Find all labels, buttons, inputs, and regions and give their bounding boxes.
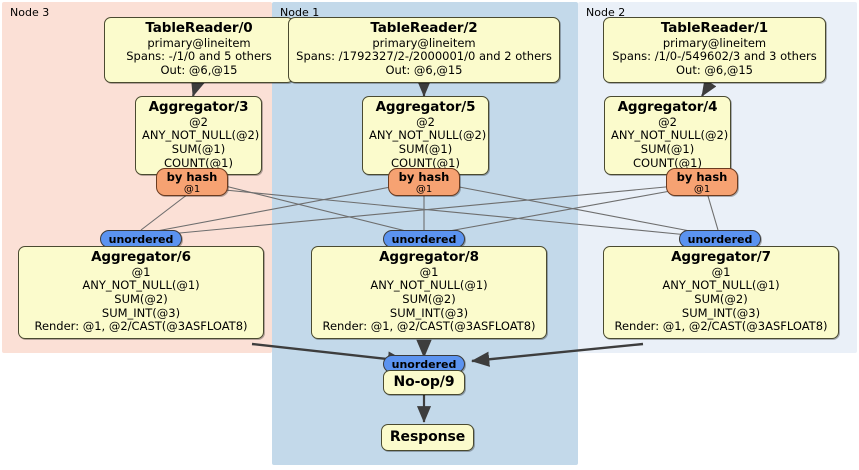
synchronizer-label: unordered — [391, 357, 457, 371]
node-detail-groupcols: @1 — [131, 264, 151, 279]
node-detail-render: Render: @1, @2/CAST(@3ASFLOAT8) — [614, 319, 828, 334]
node-aggregator-3[interactable]: Aggregator/3 @2 ANY_NOT_NULL(@2) SUM(@1)… — [135, 96, 262, 176]
node-detail-groupcols: @2 — [189, 114, 208, 129]
node-detail-groupcols: @1 — [419, 264, 439, 279]
router-column: @1 — [693, 183, 711, 195]
router-column: @1 — [183, 183, 201, 195]
node-title: Aggregator/3 — [148, 99, 249, 115]
node-detail-agg1: ANY_NOT_NULL(@1) — [370, 278, 488, 293]
node-tablereader-1[interactable]: TableReader/1 primary@lineitem Spans: /1… — [603, 17, 826, 83]
node-title: TableReader/1 — [660, 20, 769, 36]
node-detail-table: primary@lineitem — [372, 35, 476, 50]
node-title: Response — [389, 429, 466, 445]
node-detail-spans: Spans: /1792327/2-/2000001/0 and 2 other… — [296, 49, 552, 64]
router-by-hash-left[interactable]: by hash @1 — [156, 168, 228, 196]
node-title: TableReader/2 — [370, 20, 478, 36]
node-detail-agg1: ANY_NOT_NULL(@2) — [369, 128, 487, 143]
node-detail-groupcols: @2 — [416, 114, 435, 129]
node-detail-agg3: COUNT(@1) — [391, 155, 460, 170]
node-detail-agg2: SUM(@1) — [171, 142, 226, 157]
node-detail-spans: Spans: /1/0-/549602/3 and 3 others — [612, 49, 817, 64]
node-detail-agg2: SUM(@1) — [640, 142, 695, 157]
node-tablereader-0[interactable]: TableReader/0 primary@lineitem Spans: -/… — [104, 17, 294, 83]
node-detail-groupcols: @1 — [711, 264, 731, 279]
node-detail-agg2: SUM(@1) — [398, 142, 453, 157]
node-aggregator-7[interactable]: Aggregator/7 @1 ANY_NOT_NULL(@1) SUM(@2)… — [603, 246, 839, 339]
router-by-hash-mid[interactable]: by hash @1 — [388, 168, 460, 196]
node-detail-table: primary@lineitem — [147, 35, 251, 50]
node-detail-render: Render: @1, @2/CAST(@3ASFLOAT8) — [322, 319, 536, 334]
cluster-label-node1: Node 1 — [280, 6, 320, 19]
node-aggregator-5[interactable]: Aggregator/5 @2 ANY_NOT_NULL(@2) SUM(@1)… — [362, 96, 489, 176]
node-detail-out: Out: @6,@15 — [385, 63, 463, 78]
router-label: by hash — [166, 170, 218, 184]
cluster-label-node2: Node 2 — [586, 6, 626, 19]
node-detail-spans: Spans: -/1/0 and 5 others — [126, 49, 272, 64]
node-detail-agg2: SUM(@2) — [114, 292, 168, 307]
cluster-label-node3: Node 3 — [10, 6, 50, 19]
router-column: @1 — [415, 183, 433, 195]
synchronizer-label: unordered — [108, 232, 174, 246]
router-label: by hash — [398, 170, 450, 184]
node-detail-agg3: COUNT(@1) — [633, 155, 702, 170]
node-detail-agg1: ANY_NOT_NULL(@2) — [142, 128, 260, 143]
node-title: Aggregator/8 — [379, 249, 479, 265]
node-detail-agg3: COUNT(@1) — [164, 155, 233, 170]
node-noop-9[interactable]: No-op/9 — [383, 370, 465, 395]
node-detail-groupcols: @2 — [658, 114, 677, 129]
node-detail-agg1: ANY_NOT_NULL(@1) — [82, 278, 200, 293]
node-tablereader-2[interactable]: TableReader/2 primary@lineitem Spans: /1… — [288, 17, 560, 83]
node-detail-render: Render: @1, @2/CAST(@3ASFLOAT8) — [34, 319, 248, 334]
node-aggregator-6[interactable]: Aggregator/6 @1 ANY_NOT_NULL(@1) SUM(@2)… — [18, 246, 264, 339]
node-title: No-op/9 — [393, 374, 455, 390]
synchronizer-unordered-right[interactable]: unordered — [679, 230, 761, 248]
node-title: Aggregator/7 — [671, 249, 771, 265]
node-detail-agg3: SUM_INT(@3) — [101, 305, 181, 320]
node-aggregator-8[interactable]: Aggregator/8 @1 ANY_NOT_NULL(@1) SUM(@2)… — [311, 246, 547, 339]
node-title: TableReader/0 — [145, 20, 253, 36]
node-response[interactable]: Response — [381, 424, 474, 451]
synchronizer-label: unordered — [391, 232, 457, 246]
node-detail-table: primary@lineitem — [662, 35, 767, 50]
node-aggregator-4[interactable]: Aggregator/4 @2 ANY_NOT_NULL(@2) SUM(@1)… — [604, 96, 731, 176]
node-detail-out: Out: @6,@15 — [676, 63, 753, 78]
node-detail-agg3: SUM_INT(@3) — [389, 305, 469, 320]
router-label: by hash — [676, 170, 728, 184]
node-detail-agg2: SUM(@2) — [402, 292, 456, 307]
node-detail-out: Out: @6,@15 — [160, 63, 238, 78]
router-by-hash-right[interactable]: by hash @1 — [666, 168, 738, 196]
node-title: Aggregator/4 — [617, 99, 718, 115]
synchronizer-label: unordered — [687, 232, 753, 246]
node-title: Aggregator/5 — [375, 99, 476, 115]
node-detail-agg1: ANY_NOT_NULL(@2) — [611, 128, 729, 143]
node-detail-agg2: SUM(@2) — [694, 292, 748, 307]
node-detail-agg3: SUM_INT(@3) — [681, 305, 761, 320]
node-title: Aggregator/6 — [91, 249, 191, 265]
node-detail-agg1: ANY_NOT_NULL(@1) — [662, 278, 780, 293]
